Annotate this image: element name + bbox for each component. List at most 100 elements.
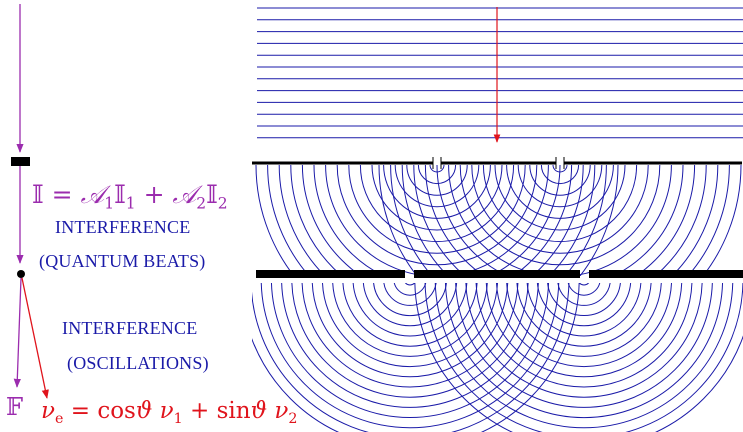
intensity-two-sub: 2 xyxy=(217,194,228,213)
nu-equals: = xyxy=(70,398,91,424)
circular-wavefront xyxy=(506,164,614,219)
diffracted-wavefronts-second xyxy=(252,283,743,432)
theta-one: ϑ xyxy=(135,398,153,424)
circular-wavefront xyxy=(536,283,632,327)
plane-wavefronts xyxy=(257,7,743,139)
equals-sign: = xyxy=(51,180,73,209)
circular-wavefront xyxy=(413,164,707,276)
intensity-formula: 𝕀 = 𝒜1𝕀1 + 𝒜2𝕀2 xyxy=(32,180,228,212)
circular-wavefront xyxy=(506,283,662,357)
circular-wavefront xyxy=(255,164,619,276)
nu-one: ν xyxy=(159,398,174,424)
oscillations-label: (OSCILLATIONS) xyxy=(67,353,209,373)
circular-wavefront xyxy=(359,164,515,243)
neutrino-formula: νe = cosϑ ν1 + sinϑ ν2 xyxy=(41,398,297,427)
circular-wavefront xyxy=(445,283,723,419)
flux-symbol: 𝔽 xyxy=(6,393,24,421)
amplitude-one-sub: 1 xyxy=(104,194,115,213)
circular-wavefront xyxy=(424,283,743,432)
split-point xyxy=(17,270,25,278)
circular-wavefront xyxy=(448,164,672,276)
circular-wavefront xyxy=(260,283,560,429)
left-barrier-marker xyxy=(11,157,30,166)
nu-one-sub: 1 xyxy=(173,410,183,427)
circular-wavefront xyxy=(436,164,684,276)
circular-wavefront xyxy=(362,283,458,327)
circular-wavefront xyxy=(301,164,573,276)
circular-wavefront xyxy=(325,164,549,276)
circular-wavefront xyxy=(567,283,601,296)
nu-e: ν xyxy=(41,398,55,424)
amplitude-two-sub: 2 xyxy=(196,194,207,213)
circular-wavefront xyxy=(406,164,468,196)
circular-wavefront xyxy=(291,283,529,398)
circular-wavefront xyxy=(281,283,539,408)
circular-wavefront xyxy=(494,164,626,231)
intensity-one-sub: 1 xyxy=(125,194,136,213)
circular-wavefront xyxy=(371,164,503,231)
circular-wavefront xyxy=(401,164,719,276)
circular-wavefront xyxy=(552,164,568,173)
interference-label-top: INTERFERENCE xyxy=(55,217,191,237)
sin-text: sin xyxy=(216,398,251,424)
circular-wavefront xyxy=(578,283,590,286)
circular-wavefront xyxy=(394,164,480,208)
nu-two: ν xyxy=(274,398,289,424)
circular-wavefront xyxy=(322,283,498,368)
circular-wavefront xyxy=(373,283,447,317)
circular-wavefront xyxy=(424,164,696,276)
diffracted-wavefronts-first xyxy=(255,164,742,276)
circular-wavefront xyxy=(482,164,638,243)
circular-wavefront xyxy=(352,283,468,337)
interference-label-bottom: INTERFERENCE xyxy=(62,318,198,338)
circular-wavefront xyxy=(557,283,611,306)
circular-wavefront xyxy=(465,283,703,398)
circular-wavefront xyxy=(475,283,693,388)
circular-wavefront xyxy=(471,164,649,254)
neutrino-arrow xyxy=(21,277,49,399)
first-barrier-slit-edges xyxy=(432,157,565,169)
amplitude-one: 𝒜 xyxy=(80,180,105,209)
circular-wavefront xyxy=(383,283,437,306)
circular-wavefront xyxy=(278,164,596,276)
circular-wavefront xyxy=(378,164,742,276)
circular-wavefront xyxy=(455,283,713,408)
circular-wavefront xyxy=(301,283,519,388)
second-barrier xyxy=(256,270,743,278)
circular-wavefront xyxy=(459,164,661,266)
cos-text: cos xyxy=(97,398,136,424)
circular-wavefront xyxy=(496,283,672,368)
intensity-two: 𝕀 xyxy=(206,180,218,209)
circular-wavefront xyxy=(390,164,730,276)
intensity-symbol: 𝕀 xyxy=(32,180,44,209)
nu-plus: + xyxy=(190,398,210,424)
theta-two: ϑ xyxy=(250,398,268,424)
circular-wavefront xyxy=(313,164,561,276)
circular-wavefront xyxy=(434,283,734,429)
circular-wavefront xyxy=(290,164,584,276)
circular-wavefront xyxy=(336,164,538,266)
circular-wavefront xyxy=(529,164,591,196)
intensity-one: 𝕀 xyxy=(114,180,126,209)
circular-wavefront xyxy=(252,283,580,432)
circular-wavefront xyxy=(393,283,427,296)
amplitude-two: 𝒜 xyxy=(172,180,197,209)
plus-sign: + xyxy=(143,180,165,209)
circular-wavefront xyxy=(485,283,683,378)
circular-wavefront xyxy=(342,283,478,347)
nu-two-sub: 2 xyxy=(288,410,298,427)
circular-wavefront xyxy=(271,283,549,419)
circular-wavefront xyxy=(348,164,526,254)
circular-wavefront xyxy=(252,283,570,432)
circular-wavefront xyxy=(547,283,621,317)
circular-wavefront xyxy=(414,283,743,432)
circular-wavefront xyxy=(526,283,642,337)
circular-wavefront xyxy=(332,283,488,357)
nu-e-sub: e xyxy=(54,410,64,427)
quantum-beats-label: (QUANTUM BEATS) xyxy=(39,251,206,271)
circular-wavefront xyxy=(540,164,580,185)
flux-arrow xyxy=(13,277,22,388)
circular-wavefront xyxy=(267,164,607,276)
